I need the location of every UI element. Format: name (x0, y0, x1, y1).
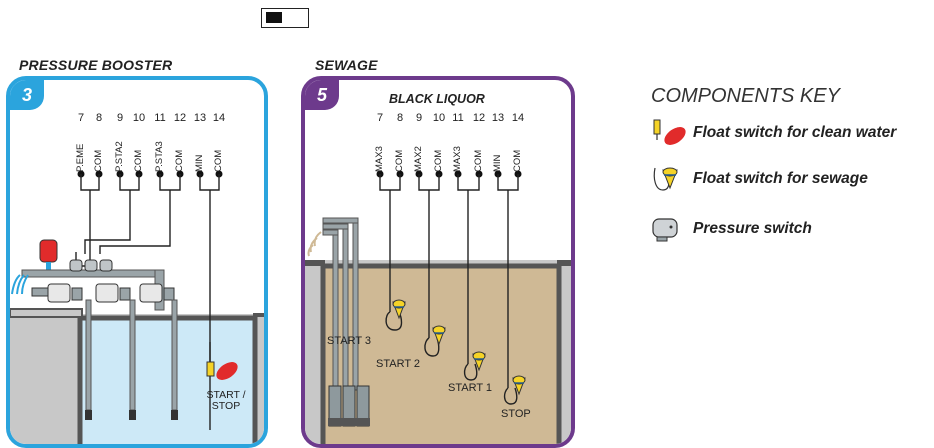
booster-section-title: PRESSURE BOOSTER (19, 57, 173, 73)
key-label: Pressure switch (693, 220, 812, 237)
terminal-label: P.STA3 (154, 141, 165, 172)
key-item-pressure-switch: Pressure switch (651, 214, 812, 244)
sewage-panel: 5 BLACK LIQUOR 7 8 9 10 11 12 13 14 MAX3… (301, 76, 575, 448)
terminal-number: 13 (193, 112, 207, 124)
terminal-number: 8 (396, 112, 404, 124)
components-key-title: COMPONENTS KEY (651, 85, 840, 107)
terminal-label: COM (133, 149, 144, 172)
terminal-number: 8 (95, 112, 103, 124)
terminal-number: 9 (116, 112, 124, 124)
toggle-knob (266, 12, 282, 23)
terminal-label: MAX3 (452, 146, 463, 172)
view-toggle[interactable] (261, 8, 309, 28)
terminal-label: MAX3 (374, 146, 385, 172)
terminal-number: 14 (511, 112, 525, 124)
terminal-number: 7 (77, 112, 85, 124)
terminal-label: COM (93, 149, 104, 172)
terminal-number: 12 (472, 112, 486, 124)
float-label-start-1: START 1 (448, 382, 493, 394)
terminal-label: MIN (492, 154, 503, 172)
terminal-label: COM (433, 149, 444, 172)
key-label: Float switch for sewage (693, 170, 868, 187)
terminal-label: MAX2 (413, 146, 424, 172)
terminal-number: 12 (173, 112, 187, 124)
black-liquor-title: BLACK LIQUOR (389, 92, 485, 106)
float-switch-clean-icon (651, 118, 693, 148)
terminal-number: 14 (212, 112, 226, 124)
terminal-label: P.EME (75, 143, 86, 172)
booster-panel: 3 7 8 9 10 11 12 13 14 P.EME COM P.STA2 … (6, 76, 268, 448)
sewage-section-title: SEWAGE (315, 57, 378, 73)
terminal-number: 10 (132, 112, 146, 124)
terminal-label: P.STA2 (114, 141, 125, 172)
float-switch-sewage-icon (651, 164, 693, 194)
terminal-label: COM (174, 149, 185, 172)
terminal-number: 11 (154, 112, 166, 124)
terminal-label: COM (213, 149, 224, 172)
terminal-number: 10 (432, 112, 446, 124)
terminal-number: 13 (491, 112, 505, 124)
terminal-label: COM (512, 149, 523, 172)
sewage-badge: 5 (305, 80, 339, 110)
terminal-label: COM (473, 149, 484, 172)
key-label: Float switch for clean water (693, 124, 897, 141)
key-item-clean-float: Float switch for clean water (651, 118, 896, 148)
pressure-switch-icon (651, 214, 693, 244)
terminal-number: 7 (376, 112, 384, 124)
key-item-sewage-float: Float switch for sewage (651, 164, 868, 194)
float-label-stop: STOP (501, 408, 531, 420)
terminal-label: MIN (194, 154, 205, 172)
sewage-diagram (305, 170, 571, 444)
float-label-start-stop: START / STOP (206, 389, 246, 412)
booster-badge: 3 (10, 80, 44, 110)
terminal-number: 11 (452, 112, 464, 124)
terminal-number: 9 (415, 112, 423, 124)
float-label-start-2: START 2 (376, 358, 421, 370)
booster-diagram (10, 170, 264, 444)
terminal-label: COM (394, 149, 405, 172)
float-label-start-3: START 3 (327, 335, 372, 347)
